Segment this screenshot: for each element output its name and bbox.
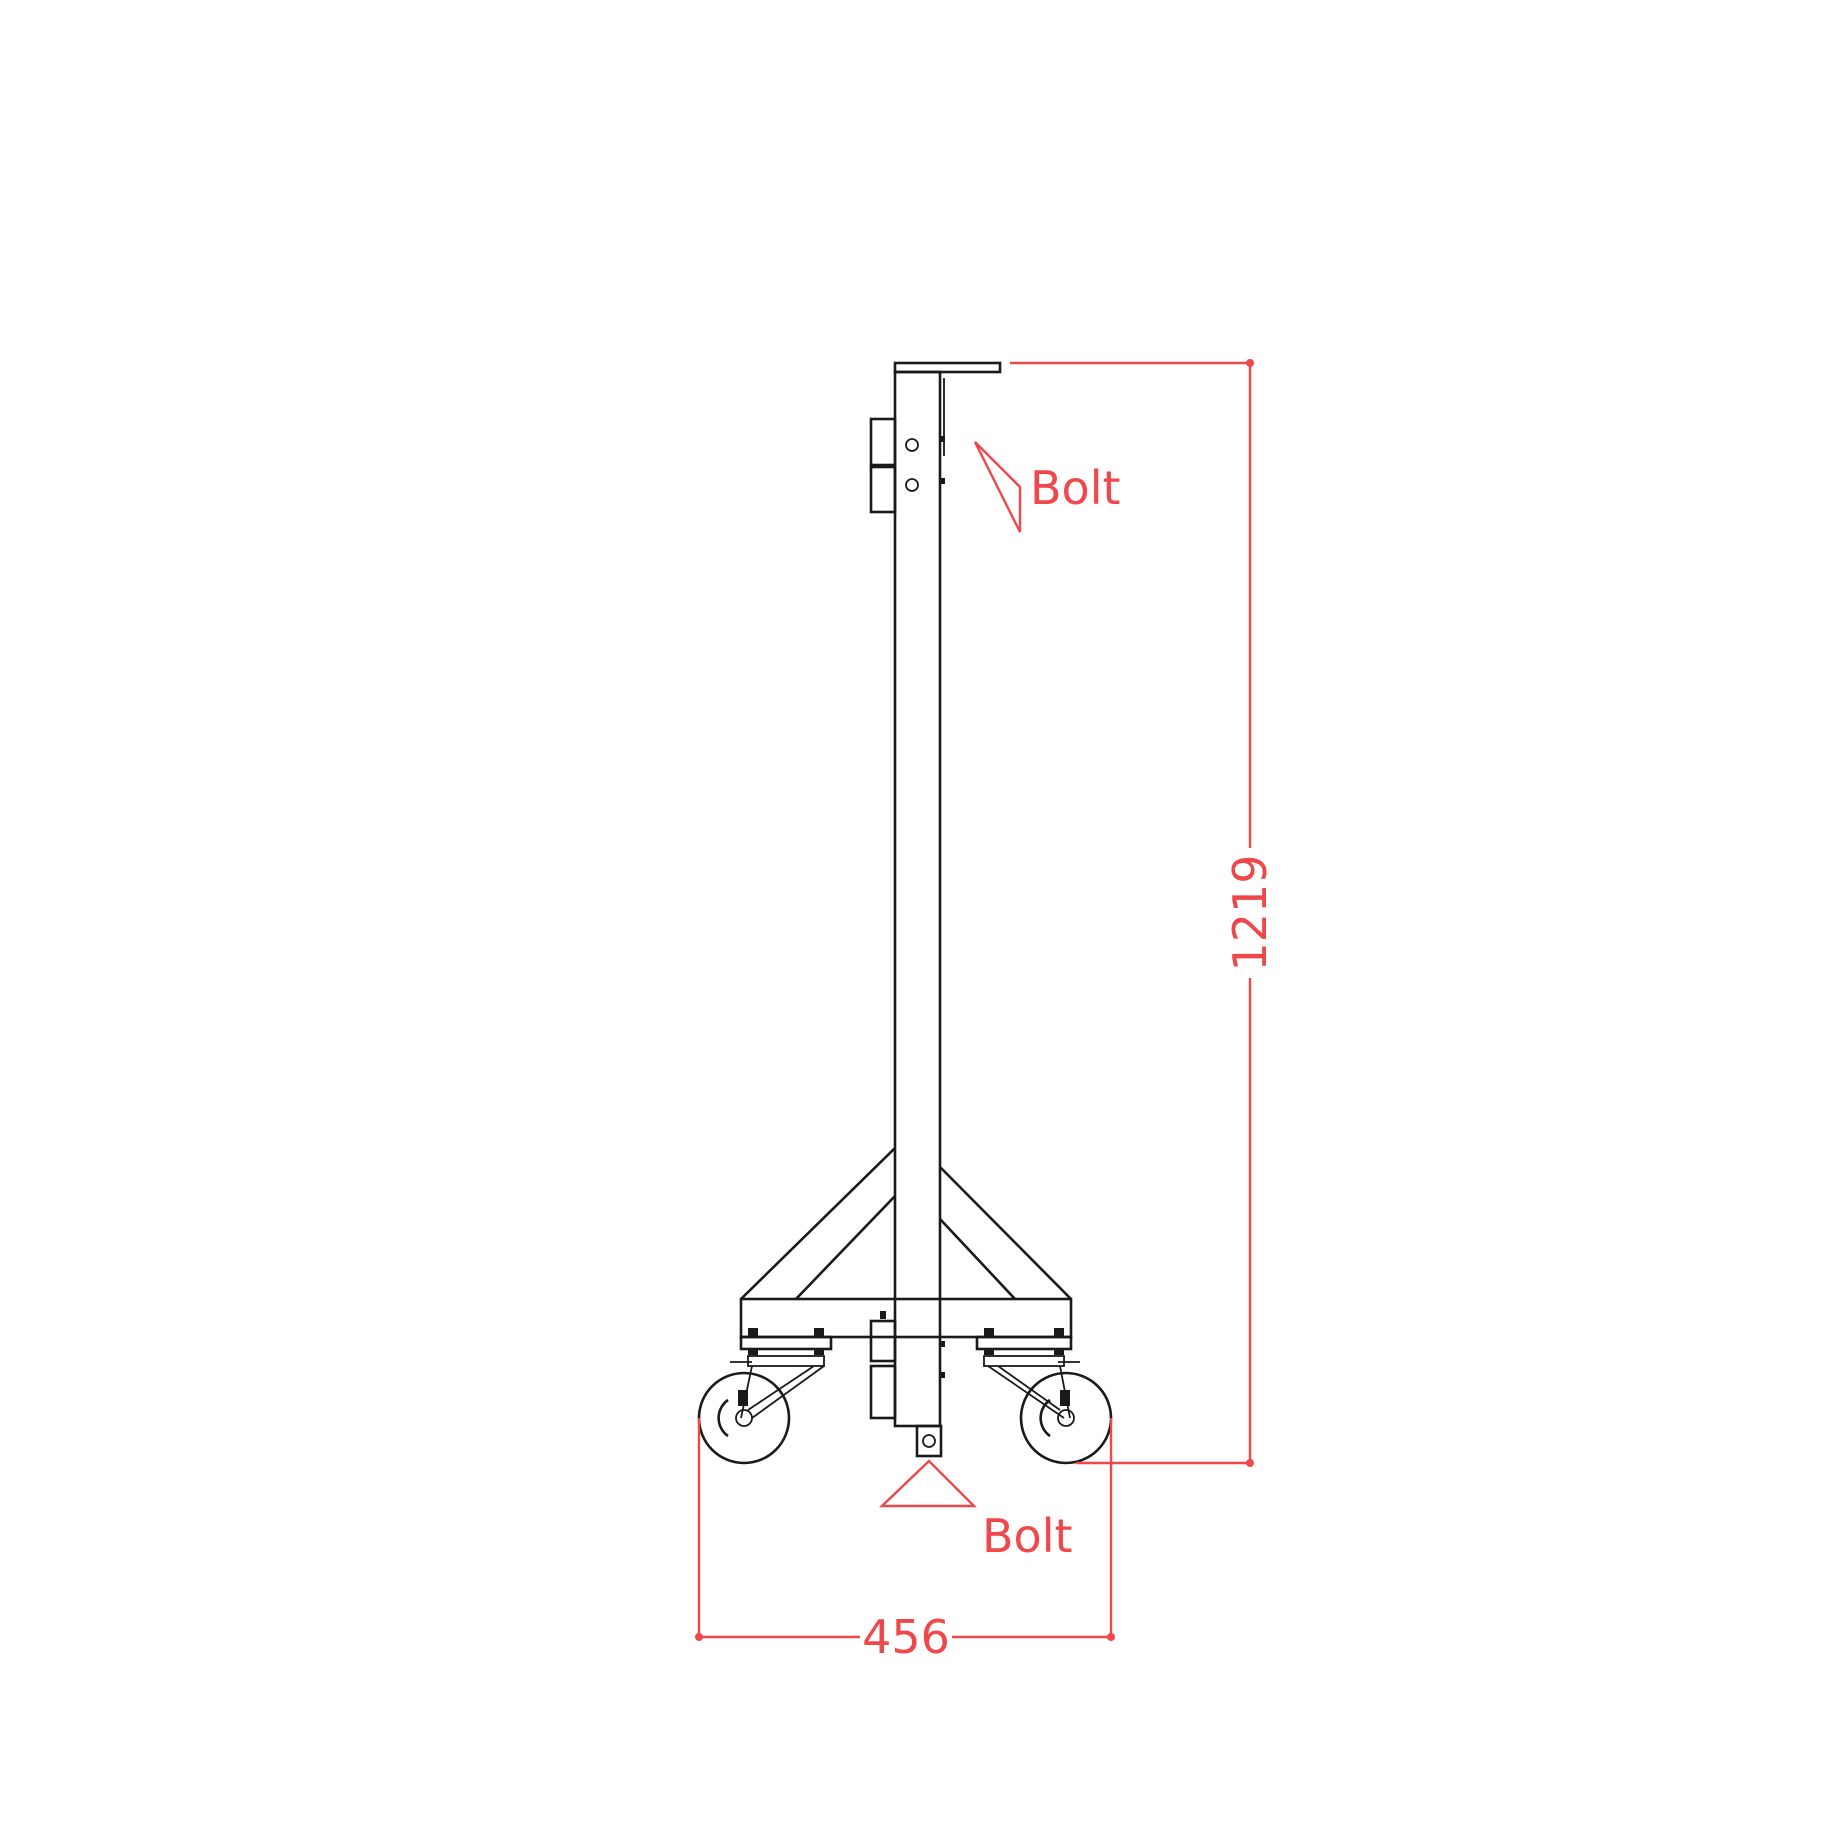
stand-frame bbox=[739, 361, 1073, 1458]
caster-bolt bbox=[984, 1349, 994, 1355]
caster-fork bbox=[987, 1365, 1065, 1419]
top-bolt-label: Bolt bbox=[1030, 461, 1121, 515]
caster-fork bbox=[751, 1365, 825, 1419]
bottom-bolt-label: Bolt bbox=[982, 1509, 1073, 1563]
upper-bracket-detail bbox=[940, 478, 945, 484]
caster-bolt bbox=[984, 1328, 994, 1337]
caster-wheel bbox=[697, 1371, 791, 1465]
left-inner-brace bbox=[795, 1195, 896, 1300]
bottom-bolt-triangle-marker bbox=[879, 1459, 977, 1508]
top-bolt-triangle-marker bbox=[973, 441, 1022, 533]
bottom-bolt-callout: Bolt bbox=[879, 1459, 1073, 1563]
dimension-endpoint bbox=[695, 1633, 703, 1641]
dimension-endpoint bbox=[1107, 1633, 1115, 1641]
dimension-endpoint bbox=[1246, 359, 1254, 367]
top-bolt-callout: Bolt bbox=[973, 441, 1121, 533]
top-plate bbox=[893, 361, 1002, 374]
left-outer-brace bbox=[740, 1147, 896, 1300]
upper-bracket-a bbox=[869, 417, 897, 467]
width-dimension: 456 bbox=[695, 1418, 1115, 1664]
caster-fork bbox=[997, 1365, 1061, 1411]
caster-bolt bbox=[814, 1349, 824, 1355]
right-outer-brace bbox=[939, 1166, 1072, 1300]
lower-bracket-detail bbox=[940, 1341, 945, 1347]
caster-brake-lock bbox=[738, 1390, 748, 1406]
upper-bracket-b bbox=[869, 465, 897, 514]
caster-bolt bbox=[814, 1328, 824, 1337]
lower-bracket-detail bbox=[880, 1311, 886, 1319]
lower-bracket-b bbox=[869, 1364, 897, 1420]
bolt-hole bbox=[905, 438, 919, 452]
lower-bracket-detail bbox=[940, 1372, 945, 1378]
caster-bolt bbox=[1054, 1349, 1064, 1355]
upper-bracket-detail bbox=[940, 436, 945, 442]
bottom-bolt-tab bbox=[915, 1424, 943, 1458]
dimension-endpoint bbox=[1246, 1459, 1254, 1467]
right-inner-brace bbox=[939, 1218, 1016, 1300]
caster-mount-plate bbox=[975, 1335, 1073, 1351]
caster-swivel bbox=[747, 1355, 825, 1367]
caster-axle bbox=[735, 1409, 753, 1427]
right-caster bbox=[975, 1328, 1113, 1465]
caster-hub-arc bbox=[1039, 1398, 1051, 1438]
base-crossbar bbox=[739, 1297, 1073, 1339]
caster-hub-arc bbox=[717, 1398, 729, 1438]
caster-bolt bbox=[748, 1349, 758, 1355]
bolt-hole bbox=[905, 478, 919, 492]
lower-bracket-a bbox=[869, 1319, 897, 1363]
caster-bolt bbox=[748, 1328, 758, 1337]
left-caster bbox=[697, 1328, 833, 1465]
caster-mount-plate bbox=[739, 1335, 833, 1351]
caster-axle bbox=[1057, 1409, 1075, 1427]
caster-swivel bbox=[983, 1355, 1065, 1367]
height-dimension-value: 1219 bbox=[1223, 854, 1277, 971]
caster-bolt bbox=[1054, 1328, 1064, 1337]
vertical-post bbox=[893, 370, 942, 1428]
caster-wheel bbox=[1019, 1371, 1113, 1465]
height-dimension: 1219 bbox=[1010, 359, 1277, 1467]
bolt-hole bbox=[922, 1434, 936, 1448]
caster-fork bbox=[747, 1365, 815, 1411]
caster-brake-lock bbox=[1060, 1390, 1070, 1406]
width-dimension-value: 456 bbox=[862, 1610, 950, 1664]
